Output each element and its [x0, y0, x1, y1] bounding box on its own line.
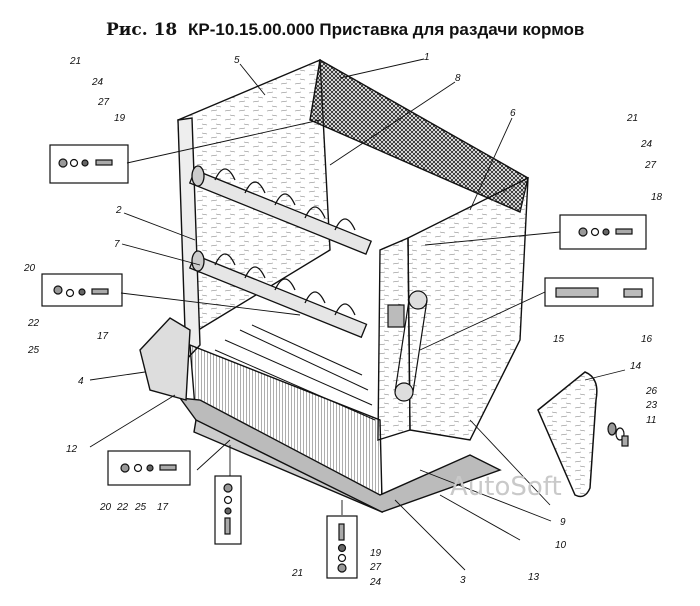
callout-21-bottom: 21 — [291, 568, 303, 579]
base-plate — [178, 397, 502, 513]
callout-4: 4 — [78, 376, 84, 387]
floor-slats — [214, 324, 376, 421]
callout-17-bottom: 17 — [157, 502, 169, 513]
callout-15: 15 — [553, 334, 565, 345]
fastener-box-right — [559, 214, 647, 250]
chain-link-box — [544, 277, 654, 307]
side-cover-panel — [537, 371, 598, 498]
callout-10: 10 — [555, 540, 567, 551]
callout-19-top: 19 — [114, 113, 126, 124]
callout-20-bottom: 20 — [99, 502, 112, 513]
callout-1: 1 — [424, 52, 430, 63]
callout-22-bottom: 22 — [116, 502, 129, 513]
callout-26: 26 — [645, 386, 658, 397]
callout-labels: 1 2 3 4 5 6 7 8 9 10 11 12 13 14 15 16 1… — [23, 52, 663, 588]
watermark: AutoSoft — [450, 472, 562, 502]
callout-3: 3 — [460, 575, 466, 586]
leader-lines — [89, 58, 626, 571]
mesh-screen — [309, 58, 529, 213]
callout-18: 18 — [651, 192, 663, 203]
fastener-box-mid-left — [41, 273, 123, 307]
lower-auger — [188, 250, 368, 339]
fastener-box-bottom-left — [107, 450, 191, 486]
callout-7: 7 — [114, 239, 120, 250]
upper-auger — [188, 165, 373, 256]
fastener-box-top-left — [49, 144, 129, 184]
callout-21-top: 21 — [69, 56, 81, 67]
callout-23: 23 — [645, 400, 658, 411]
callout-9: 9 — [560, 517, 566, 528]
chain-drive — [387, 290, 428, 402]
callout-8: 8 — [455, 73, 461, 84]
callout-24-bottom: 24 — [369, 577, 382, 588]
callout-2: 2 — [115, 205, 122, 216]
loose-fasteners-right — [607, 422, 629, 447]
callout-27-top: 27 — [97, 97, 110, 108]
callout-6: 6 — [510, 108, 516, 119]
callout-12: 12 — [66, 444, 78, 455]
callout-21-right: 21 — [626, 113, 638, 124]
callout-27-bottom: 27 — [369, 562, 382, 573]
callout-22-mid: 22 — [27, 318, 40, 329]
callout-17-mid: 17 — [97, 331, 109, 342]
hopper-body — [139, 58, 529, 514]
callout-19-bottom: 19 — [370, 548, 382, 559]
front-frame — [377, 236, 411, 441]
figure-title: Рис. 18 КР-10.15.00.000 Приставка для ра… — [106, 20, 584, 40]
callout-16: 16 — [641, 334, 653, 345]
fastener-column-bottom — [326, 515, 358, 579]
callout-20-mid: 20 — [23, 263, 36, 274]
callout-11: 11 — [646, 415, 656, 426]
figure-caption: КР-10.15.00.000 Приставка для раздачи ко… — [187, 20, 585, 39]
callout-25-bottom: 25 — [134, 502, 147, 513]
callout-14: 14 — [630, 361, 642, 372]
left-side-frame — [177, 117, 201, 362]
mount-bracket — [139, 317, 191, 401]
fastener-column-center — [214, 475, 242, 545]
callout-5: 5 — [234, 55, 240, 66]
callout-24-right: 24 — [640, 139, 653, 150]
callout-13: 13 — [528, 572, 540, 583]
callout-27-right: 27 — [644, 160, 657, 171]
callout-25-mid: 25 — [27, 345, 40, 356]
figure-label: Рис. 18 — [106, 20, 178, 40]
callout-24-top: 24 — [91, 77, 104, 88]
